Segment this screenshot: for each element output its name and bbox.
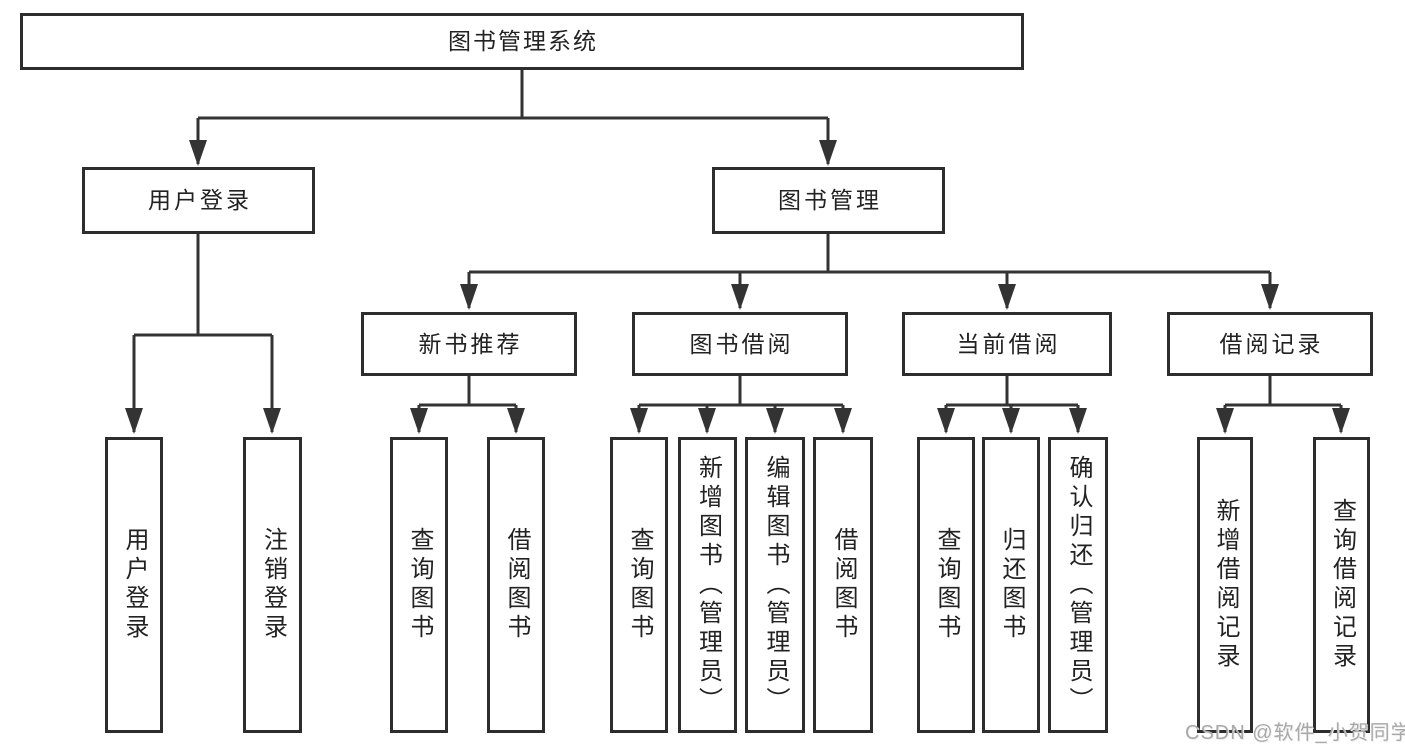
leaf-borrow-books-recommend: 借阅图书 [487, 437, 545, 733]
leaf-add-books-admin: 新增图书（管理员） [678, 437, 737, 733]
node-root-system: 图书管理系统 [20, 13, 1024, 70]
leaf-user-login: 用户登录 [105, 437, 163, 733]
leaf-query-books-recommend: 查询图书 [390, 437, 448, 733]
leaf-edit-books-admin: 编辑图书（管理员） [745, 437, 805, 733]
leaf-confirm-return-admin: 确认归还（管理员） [1048, 437, 1108, 733]
node-new-book-recommend: 新书推荐 [361, 312, 577, 376]
node-current-borrow: 当前借阅 [902, 312, 1112, 376]
node-user-login: 用户登录 [82, 167, 315, 234]
leaf-query-books-borrow: 查询图书 [610, 437, 668, 733]
leaf-logout-login: 注销登录 [243, 437, 302, 733]
leaf-query-books-current: 查询图书 [917, 437, 975, 733]
leaf-borrow-books: 借阅图书 [813, 437, 873, 733]
node-book-borrow: 图书借阅 [632, 312, 848, 376]
leaf-query-borrow-record: 查询借阅记录 [1313, 437, 1370, 733]
node-book-management: 图书管理 [712, 167, 945, 234]
leaf-return-books: 归还图书 [982, 437, 1040, 733]
leaf-add-borrow-record: 新增借阅记录 [1197, 437, 1253, 733]
node-borrow-record: 借阅记录 [1167, 312, 1373, 376]
csdn-watermark: CSDN @软件_小贺同学 [1185, 722, 1405, 744]
